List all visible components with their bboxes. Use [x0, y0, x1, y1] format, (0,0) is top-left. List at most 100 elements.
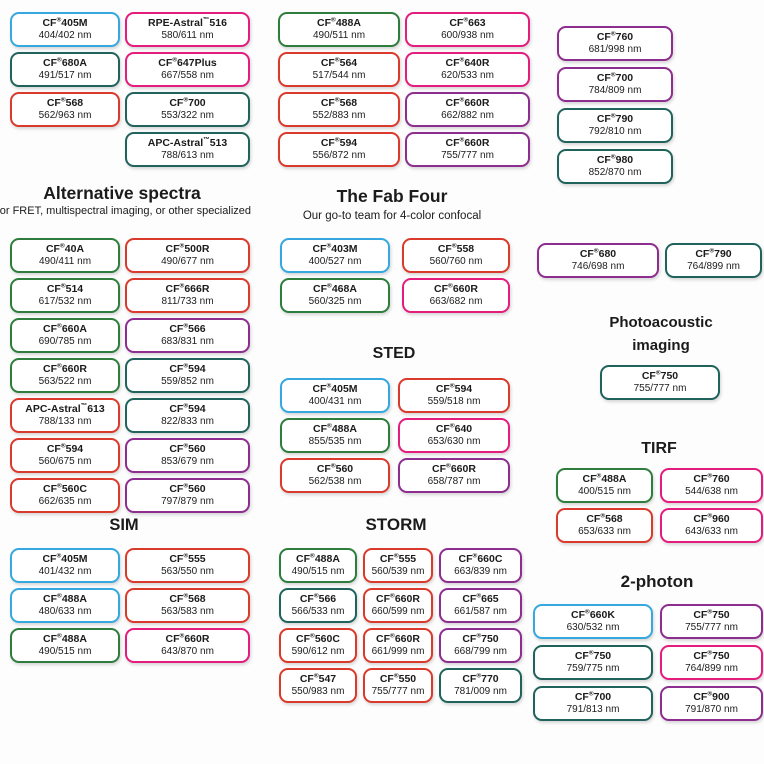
dye-name: CF®680A — [43, 56, 87, 69]
dye-name: CF®760 — [596, 30, 634, 43]
dye-name: CF®700 — [169, 96, 206, 109]
dye-name: RPE-Astral™516 — [148, 16, 227, 29]
dye-name: CF®568 — [586, 512, 623, 525]
section-title-two-photon: 2-photon — [620, 572, 694, 591]
dye-ex-em: 653/630 nm — [427, 435, 481, 447]
dye-name: CF®568 — [46, 96, 84, 109]
dye-ex-em: 791/813 nm — [566, 703, 620, 715]
dye-name: CF®750 — [641, 369, 679, 382]
dye-name: CF®547 — [299, 672, 337, 685]
dye-name: CF®760 — [693, 472, 730, 485]
dye-ex-em: 560/760 nm — [429, 255, 483, 267]
dye-name: CF®790 — [596, 112, 634, 125]
dye-name: CF®750 — [693, 649, 730, 662]
dye-ex-em: 556/872 nm — [312, 149, 366, 161]
dye-ex-em: 517/544 nm — [312, 69, 366, 81]
dye-ex-em: 759/775 nm — [566, 662, 620, 674]
dye-ex-em: 755/777 nm — [371, 685, 425, 697]
dye-ex-em: 822/833 nm — [161, 415, 214, 427]
dye-name: CF®660R — [376, 632, 420, 645]
dye-name: APC-Astral™513 — [147, 136, 228, 149]
dye-ex-em: 755/777 nm — [633, 382, 687, 394]
dye-ex-em: 853/679 nm — [161, 455, 214, 467]
dye-ex-em: 552/883 nm — [312, 109, 366, 121]
dye-name: CF®560 — [169, 442, 206, 455]
dye-name: CF®750 — [574, 649, 612, 662]
dye-name: CF®770 — [462, 672, 499, 685]
dye-name: CF®594 — [435, 382, 473, 395]
dye-ex-em: 560/325 nm — [308, 295, 362, 307]
dye-name: CF®640R — [445, 56, 490, 69]
dye-ex-em: 764/899 nm — [687, 260, 740, 272]
section-title-sim: SIM — [109, 516, 139, 534]
dye-name: CF®405M — [42, 16, 88, 29]
dye-name: CF®488A — [582, 472, 627, 485]
dye-ex-em: 797/879 nm — [161, 495, 214, 507]
dye-ex-em: 620/533 nm — [441, 69, 494, 81]
section-title-sted: STED — [372, 345, 416, 362]
dye-ex-em: 562/538 nm — [308, 475, 362, 487]
dye-ex-em: 661/587 nm — [454, 605, 507, 617]
dye-name: CF®500R — [165, 242, 210, 255]
dye-ex-em: 544/638 nm — [685, 485, 738, 497]
section-title-alternative-spectra: Alternative spectra — [43, 183, 201, 203]
dye-name: CF®468A — [313, 282, 357, 295]
dye-ex-em: 617/532 nm — [38, 295, 92, 307]
dye-ex-em: 480/633 nm — [38, 605, 92, 617]
dye-ex-em: 490/511 nm — [312, 29, 366, 41]
dye-ex-em: 400/527 nm — [308, 255, 362, 267]
dye-ex-em: 791/870 nm — [685, 703, 738, 715]
dye-ex-em: 781/009 nm — [454, 685, 507, 697]
dye-ex-em: 788/613 nm — [161, 149, 214, 161]
dye-name: CF®660R — [43, 362, 87, 375]
dye-ex-em: 784/809 nm — [588, 84, 642, 96]
dye-name: CF®488A — [317, 16, 361, 29]
dye-name: CF®560 — [169, 482, 206, 495]
dye-name: CF®660R — [165, 632, 210, 645]
dye-ex-em: 764/899 nm — [685, 662, 738, 674]
dye-name: CF®663 — [449, 16, 486, 29]
dye-ex-em: 662/635 nm — [38, 495, 92, 507]
dye-ex-em: 563/522 nm — [38, 375, 92, 387]
dye-ex-em: 660/599 nm — [371, 605, 425, 617]
dye-ex-em: 490/515 nm — [38, 645, 92, 657]
dye-name: CF®660A — [43, 322, 87, 335]
dye-name: CF®750 — [693, 608, 730, 621]
dye-name: CF®980 — [596, 153, 634, 166]
dye-ex-em: 400/515 nm — [578, 485, 631, 497]
dye-ex-em: 690/785 nm — [38, 335, 92, 347]
dye-name: CF®700 — [574, 690, 612, 703]
